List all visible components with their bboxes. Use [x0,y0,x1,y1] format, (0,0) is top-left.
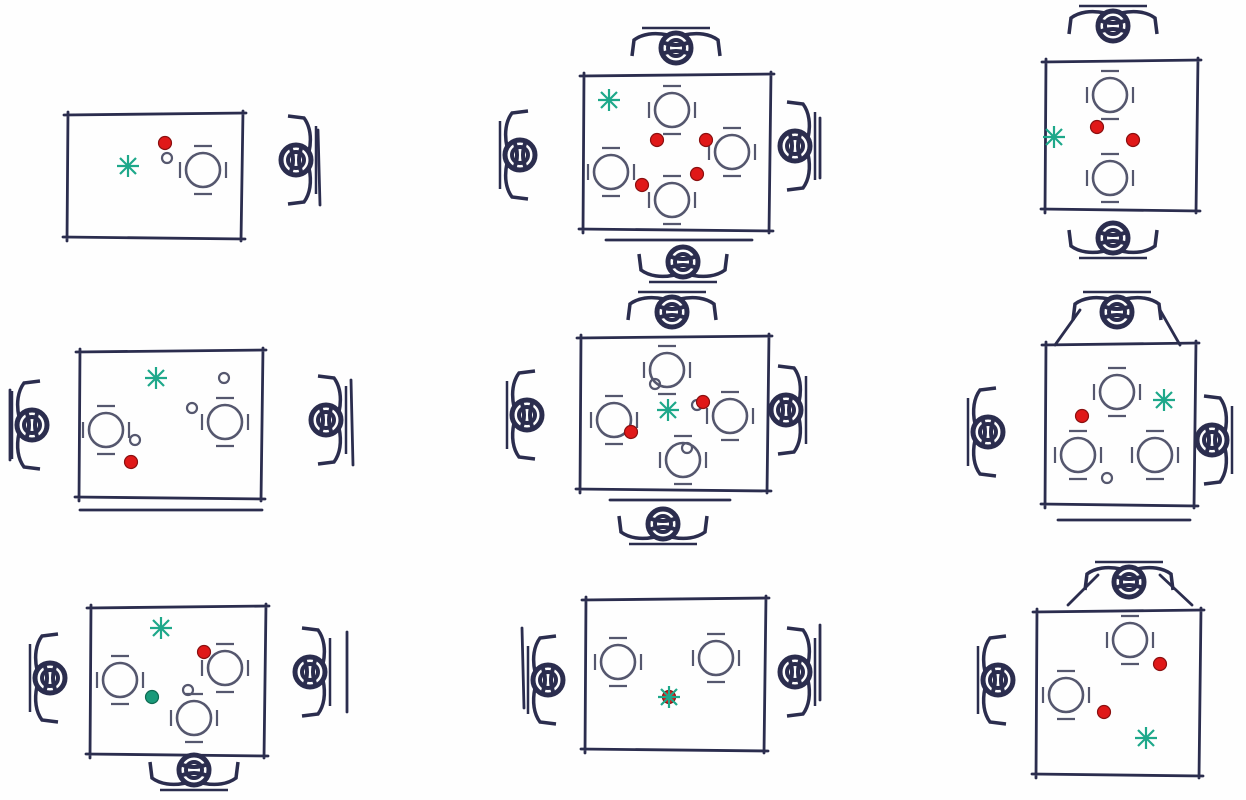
plate-icon [171,694,217,742]
seated-person-icon [632,28,720,63]
red-dot-marker [636,179,649,192]
red-dot-marker [1154,658,1167,671]
panel-r1c1 [63,111,320,241]
plate-icon [1043,671,1089,719]
red-dot-marker [697,396,710,409]
teal-star-marker [1043,126,1065,148]
teal-star-marker [658,686,680,708]
red-dot-marker [1127,134,1140,147]
seated-person-icon [619,509,707,544]
seated-person-icon [978,636,1013,724]
plate-icon [1055,431,1101,479]
seated-person-icon [12,381,47,469]
teal-star-marker [598,89,620,111]
teal-star-marker [145,367,167,389]
seated-person-icon [1069,6,1157,41]
plate-icon [709,128,755,176]
plate-icon [180,146,226,194]
panel-r1c3 [1041,6,1201,258]
glass-icon [1102,473,1112,483]
glass-icon [130,435,140,445]
arm-line [1055,310,1080,345]
seated-person-icon [1085,562,1173,597]
red-dot-marker [198,646,211,659]
seated-person-icon [295,628,330,716]
plate-icon [707,392,753,440]
plate-icon [202,398,248,446]
plate-icon [1094,368,1140,416]
red-dot-marker [691,168,704,181]
red-dot-marker [125,456,138,469]
table-outline [1032,608,1204,778]
panel-r3c2 [522,596,820,753]
panel-r2c1 [10,348,353,510]
seated-person-icon [150,755,238,790]
glass-icon [162,153,172,163]
seated-person-icon [500,111,535,199]
plate-icon [660,436,706,484]
arm-line [1160,575,1192,605]
red-dot-marker [700,134,713,147]
arm-line [1160,310,1180,345]
seated-person-icon [639,247,727,282]
seated-person-icon [1069,223,1157,258]
plate-icon [1132,431,1178,479]
table-outline [581,596,769,753]
teal-star-marker [117,155,139,177]
panel-r3c3 [978,562,1204,778]
red-dot-marker [625,426,638,439]
teal-star-marker [1153,389,1175,411]
plate-icon [595,638,641,686]
panel-r1c2 [500,28,820,282]
table-outline [576,334,772,493]
teal-star-marker [657,399,679,421]
plate-icon [83,406,129,454]
plate-icon [588,148,634,196]
chair-edge [351,380,353,465]
plate-icon [693,634,739,682]
panel-r2c2 [507,292,806,544]
plate-icon [1087,71,1133,119]
table-outline [75,348,266,501]
glass-icon [219,373,229,383]
seated-person-icon [780,102,815,190]
red-dot-marker [1091,121,1104,134]
seated-person-icon [968,388,1003,476]
panel-r3c1 [30,604,347,790]
green-dot-marker [146,691,159,704]
plate-icon [97,656,143,704]
seated-person-icon [311,376,346,464]
glass-icon [187,403,197,413]
panel-r2c3 [968,292,1232,520]
seated-person-icon [507,371,542,459]
seated-person-icon [628,292,716,327]
plate-icon [649,86,695,134]
seated-person-icon [1073,292,1161,327]
chair-edge [318,130,320,205]
table-outline [86,604,269,758]
teal-star-marker [150,617,172,639]
seated-person-icon [30,634,65,722]
teal-star-marker [1135,727,1157,749]
red-dot-marker [651,134,664,147]
arm-line [1068,575,1098,605]
seated-person-icon [281,116,316,204]
red-dot-marker [1076,410,1089,423]
chair-edge [522,628,524,708]
seated-person-icon [1197,396,1232,484]
seated-person-icon [528,636,563,724]
table-outline [1041,341,1199,508]
seated-person-icon [771,366,806,454]
plate-icon [1087,154,1133,202]
plate-icon [649,176,695,224]
red-dot-marker [1098,706,1111,719]
plate-icon [1107,616,1153,664]
red-dot-marker [159,137,172,150]
seated-person-icon [780,628,815,716]
